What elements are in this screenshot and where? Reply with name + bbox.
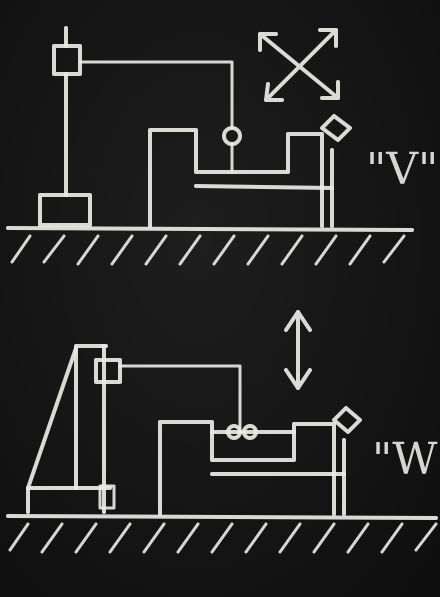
bottom-wire xyxy=(118,364,242,430)
bottom-stand-foot xyxy=(98,484,116,510)
bottom-ground-hatch xyxy=(8,522,438,554)
bottom-machine-body xyxy=(158,420,336,516)
top-probe-icon xyxy=(320,114,352,142)
bottom-diagram xyxy=(6,310,438,554)
top-ground-hatch xyxy=(10,234,406,266)
bottom-sensor-left xyxy=(226,424,242,440)
top-ground-line xyxy=(6,226,414,232)
multi-direction-arrow-icon xyxy=(258,28,340,102)
bottom-stand-head xyxy=(94,358,122,384)
bottom-ground-line xyxy=(6,514,438,520)
top-stand-head xyxy=(52,44,82,76)
top-diagram-label: "V" xyxy=(366,144,439,195)
top-sensor-circle xyxy=(222,126,242,146)
bottom-diagram-label: "W" xyxy=(372,434,440,485)
top-wire xyxy=(78,60,234,130)
bottom-probe-icon xyxy=(332,406,362,434)
bottom-sensor-right xyxy=(242,424,258,440)
top-machine-body xyxy=(148,128,324,228)
vertical-double-arrow-icon xyxy=(284,310,312,390)
top-stand-base xyxy=(38,193,92,227)
top-machine-rail xyxy=(194,184,334,190)
top-diagram xyxy=(6,26,414,266)
